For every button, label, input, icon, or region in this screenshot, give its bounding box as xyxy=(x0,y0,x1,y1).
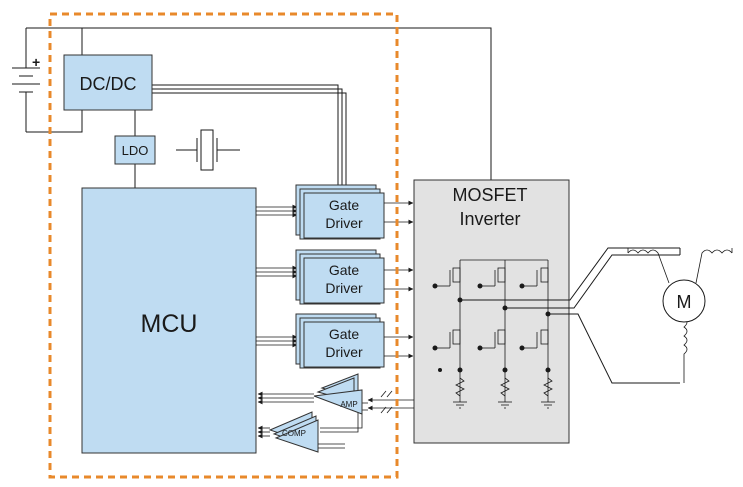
inductor-icon xyxy=(627,248,733,383)
svg-text:Driver: Driver xyxy=(325,344,363,360)
mcu-subsystem-boundary xyxy=(48,12,399,479)
ground-icon xyxy=(453,401,555,409)
gate-driver-2: Gate Driver xyxy=(295,249,385,305)
svg-text:Gate: Gate xyxy=(329,197,360,213)
gate-driver-1: Gate Driver xyxy=(295,184,385,240)
svg-text:Driver: Driver xyxy=(325,280,363,296)
amp-label: AMP xyxy=(340,400,357,409)
gate-driver-3: Gate Driver xyxy=(295,313,385,369)
comparator-icon: COMP xyxy=(268,411,319,453)
mcu-block xyxy=(81,187,257,454)
resistor-icon xyxy=(455,377,553,397)
svg-text:Gate: Gate xyxy=(329,326,360,342)
battery-plus-label: + xyxy=(32,54,40,70)
ldo-label: LDO xyxy=(122,143,149,158)
mcu-label: MCU xyxy=(141,310,198,338)
ldo-block xyxy=(114,135,156,165)
battery-icon xyxy=(12,28,40,132)
inverter-label-line2: Inverter xyxy=(459,209,520,229)
current-sense-feedback xyxy=(320,390,414,433)
motor-icon: M xyxy=(662,279,706,323)
svg-text:Driver: Driver xyxy=(325,215,363,231)
inverter-label-line1: MOSFET xyxy=(453,185,528,205)
amplifier-icon: AMP xyxy=(313,373,363,415)
inverter-block xyxy=(413,179,570,444)
crystal-icon xyxy=(176,129,240,171)
comp-label: COMP xyxy=(282,429,306,438)
dcdc-block xyxy=(63,54,153,111)
pwm-signals xyxy=(256,204,298,348)
svg-text:Gate: Gate xyxy=(329,262,360,278)
motor-label: M xyxy=(677,292,692,312)
dcdc-label: DC/DC xyxy=(80,74,137,94)
phase-wires xyxy=(460,247,681,384)
